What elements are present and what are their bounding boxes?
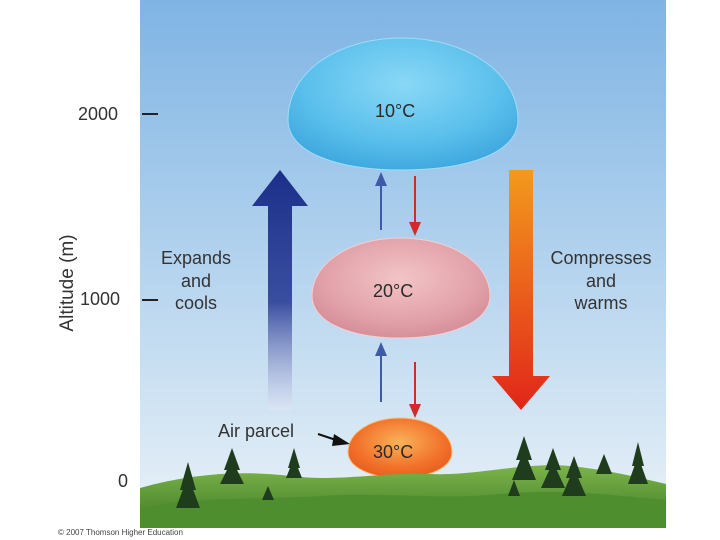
parcel-temp-30c: 30°C (373, 442, 413, 463)
expands-label-line2: and (154, 271, 238, 292)
expands-label-line1: Expands (154, 248, 238, 269)
tick-label-2000: 2000 (78, 104, 118, 125)
tick-label-1000: 1000 (80, 289, 120, 310)
compresses-label-line1: Compresses (540, 248, 662, 269)
tick-label-0: 0 (118, 471, 128, 492)
y-axis-label: Altitude (m) (57, 203, 79, 363)
copyright-notice: © 2007 Thomson Higher Education (58, 528, 183, 537)
parcel-temp-20c: 20°C (373, 281, 413, 302)
compresses-label-line3: warms (540, 293, 662, 314)
expands-label-line3: cools (154, 293, 238, 314)
air-parcel-label: Air parcel (218, 421, 294, 442)
parcel-temp-10c: 10°C (375, 101, 415, 122)
compresses-label-line2: and (540, 271, 662, 292)
